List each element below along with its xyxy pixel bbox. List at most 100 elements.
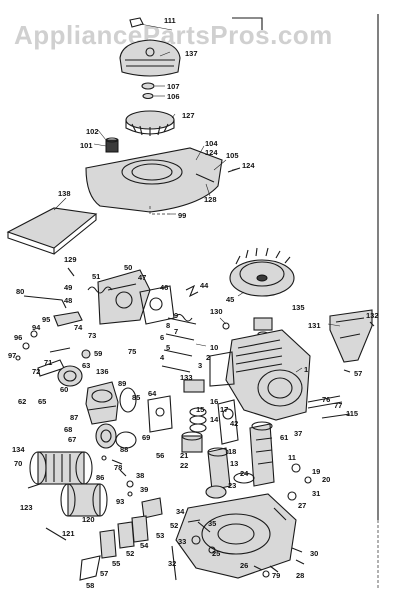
callout-94: 94: [32, 323, 41, 332]
shroud-131: [329, 309, 373, 363]
callout-123: 123: [20, 503, 33, 512]
callout-78: 78: [114, 463, 122, 472]
callout-127: 127: [182, 111, 195, 120]
callout-134: 134: [12, 445, 25, 454]
callout-124b: 124: [242, 161, 255, 170]
callout-111: 111: [164, 16, 176, 25]
screw-123: [27, 483, 41, 489]
spring-44: [185, 284, 199, 298]
muffler-guard: [119, 17, 181, 77]
callout-52a: 52: [170, 521, 178, 530]
callout-52b: 52: [126, 549, 134, 558]
flywheel-135: [229, 247, 295, 297]
callout-28: 28: [296, 571, 304, 580]
callout-138: 138: [58, 189, 71, 198]
sump-base: [175, 493, 297, 579]
callout-121: 121: [62, 529, 75, 538]
callout-61: 61: [280, 433, 288, 442]
callout-47: 47: [138, 273, 146, 282]
callout-30: 30: [310, 549, 318, 558]
callout-65: 65: [38, 397, 46, 406]
callout-14: 14: [210, 415, 219, 424]
part-130: [222, 322, 230, 330]
intake-manifold-50: [97, 269, 151, 325]
callout-77: 77: [334, 401, 342, 410]
callout-136: 136: [96, 367, 109, 376]
callout-33: 33: [178, 537, 186, 546]
callout-69: 69: [142, 433, 150, 442]
callout-88: 88: [120, 445, 128, 454]
callout-8: 8: [166, 321, 170, 330]
carburetor-136: [85, 381, 119, 425]
callout-129: 129: [64, 255, 77, 264]
callout-4: 4: [160, 353, 165, 362]
callout-42: 42: [230, 419, 238, 428]
callout-22: 22: [180, 461, 188, 470]
air-cleaner-cover-120: [60, 483, 108, 517]
spring-51: [87, 286, 113, 294]
callout-95: 95: [42, 315, 50, 324]
callout-21: 21: [180, 451, 188, 460]
screw-132: [369, 321, 375, 327]
callout-2: 2: [206, 353, 210, 362]
callout-131: 131: [308, 321, 321, 330]
callout-124a: 124: [205, 148, 218, 157]
callout-31: 31: [312, 489, 320, 498]
callout-9: 9: [174, 311, 178, 320]
frame-line: [232, 14, 379, 520]
callout-67: 67: [68, 435, 76, 444]
callout-37: 37: [294, 429, 302, 438]
callout-57a: 57: [354, 369, 362, 378]
callout-18: 18: [228, 447, 236, 456]
callout-133: 133: [180, 373, 193, 382]
callout-25: 25: [212, 549, 220, 558]
callout-20: 20: [322, 475, 330, 484]
crankshaft-13: [249, 421, 275, 487]
callout-104: 104: [205, 139, 218, 148]
callout-59: 59: [94, 349, 102, 358]
callout-23: 23: [228, 481, 236, 490]
nut-washer-107-106: [141, 82, 155, 100]
callout-87: 87: [70, 413, 78, 422]
callout-53: 53: [156, 531, 164, 540]
bolts-26-79-28-30: [253, 547, 305, 578]
callout-102: 102: [86, 127, 99, 136]
callout-71: 71: [44, 358, 52, 367]
dipstick-32: [171, 545, 177, 581]
valves-76-77-115: [307, 395, 351, 419]
callout-106: 106: [167, 92, 180, 101]
piston-21-22: [181, 431, 203, 453]
connecting-rod-17: [217, 399, 239, 445]
governor-lever-74: [53, 311, 83, 327]
callout-27: 27: [298, 501, 306, 510]
callout-50: 50: [124, 263, 132, 272]
screw-57a: [343, 369, 351, 373]
callout-16: 16: [210, 397, 218, 406]
oil-seal-24: [233, 472, 255, 484]
callout-135: 135: [292, 303, 305, 312]
callout-64: 64: [148, 389, 157, 398]
callout-89: 89: [118, 379, 126, 388]
link-rod-80: [23, 295, 67, 309]
callout-97: 97: [8, 351, 16, 360]
callout-63: 63: [82, 361, 90, 370]
callout-19: 19: [312, 467, 320, 476]
screw-121: [45, 527, 67, 541]
gear-23: [205, 485, 227, 499]
callout-34: 34: [176, 507, 185, 516]
gasket-46: [139, 285, 175, 325]
callout-54: 54: [140, 541, 149, 550]
air-filter-pad-138: [6, 207, 98, 255]
callout-76: 76: [322, 395, 330, 404]
callout-48: 48: [64, 296, 72, 305]
callout-128: 128: [204, 195, 217, 204]
callout-86: 86: [96, 473, 104, 482]
callout-15: 15: [196, 405, 204, 414]
callout-38: 38: [136, 471, 144, 480]
head-bolts: [161, 313, 197, 373]
callout-1: 1: [304, 365, 308, 374]
callout-60: 60: [60, 385, 68, 394]
rotating-screen-127: [125, 110, 175, 136]
part-59: [81, 349, 91, 359]
callout-51: 51: [92, 272, 100, 281]
